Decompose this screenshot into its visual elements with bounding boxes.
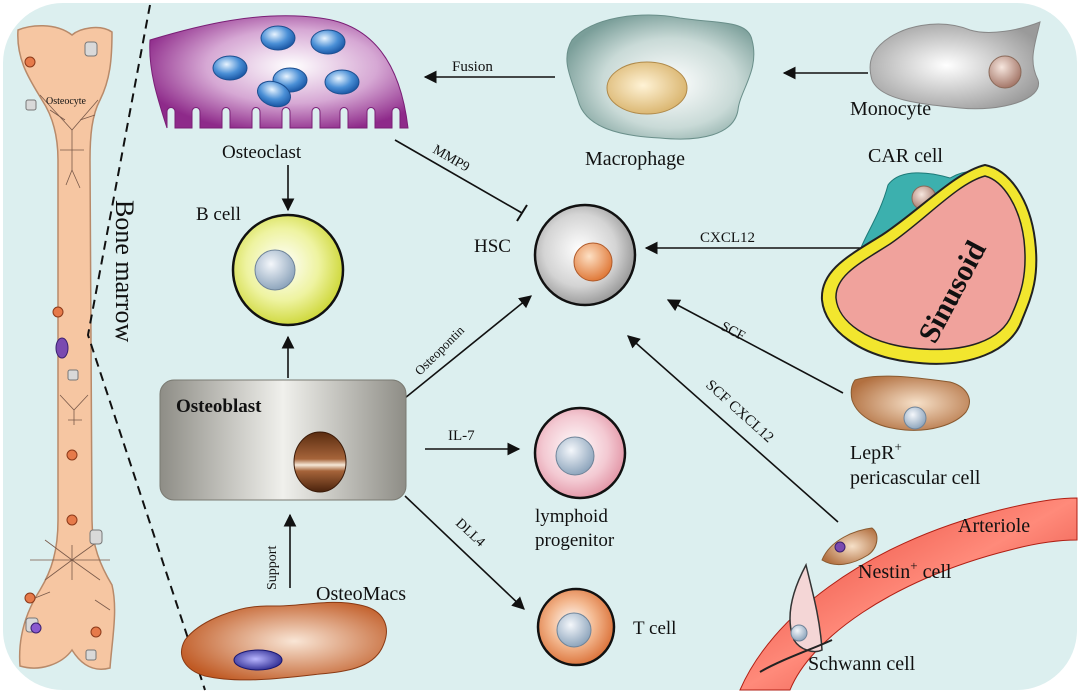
mmp9-inhibition-bar <box>516 204 528 222</box>
osteoblast-cell: Osteoblast <box>159 379 407 501</box>
b-cell-label: B cell <box>196 204 241 225</box>
osteocyte-label: Osteocyte <box>46 96 87 107</box>
osteoclast-cell <box>149 15 409 129</box>
car-cell-label: CAR cell <box>868 145 943 167</box>
mmp9-inhibition-line <box>394 139 523 214</box>
lepr-pericascular-cell <box>850 375 970 431</box>
t-cell-label: T cell <box>633 618 676 639</box>
hsc-label: HSC <box>474 236 511 257</box>
bone-marrow-label: Bone marrow <box>110 200 139 342</box>
scf-arrow <box>666 299 844 394</box>
macrophage-cell <box>566 14 755 140</box>
bone-embedded-cells <box>24 41 103 661</box>
nestin-cell <box>821 527 878 566</box>
support-label: Support <box>265 546 280 590</box>
schwann-label: Schwann cell <box>808 653 916 675</box>
sinusoid-vessel: Sinusoid <box>820 163 1038 365</box>
nestin-label: Nestin+ cell <box>858 558 952 583</box>
il7-label: IL-7 <box>448 428 475 444</box>
osteomacs-cell <box>181 601 387 681</box>
pericascular-label: pericascular cell <box>850 467 981 489</box>
dll4-arrow <box>404 495 525 610</box>
monocyte-cell <box>869 21 1041 110</box>
lymphoid-label-line1: lymphoid <box>535 506 608 527</box>
hsc-cell <box>533 203 637 307</box>
background-panel <box>3 3 1077 690</box>
fusion-label: Fusion <box>452 59 493 75</box>
b-cell <box>231 213 345 327</box>
arteriole-vessel <box>739 497 1078 691</box>
bone-marrow-boundary <box>86 4 206 691</box>
schwann-cell <box>759 562 833 673</box>
lymphoid-label-line2: progenitor <box>535 530 615 551</box>
lymphoid-progenitor-cell <box>533 406 627 500</box>
scf-cxcl12-arrow <box>627 335 839 523</box>
t-cell <box>536 587 616 667</box>
cxcl12-label: CXCL12 <box>700 230 755 246</box>
macrophage-label: Macrophage <box>585 148 685 170</box>
bone-shape: Osteocyte <box>17 25 116 670</box>
lepr-label: LepR+ <box>850 439 902 464</box>
osteomacs-label: OsteoMacs <box>316 583 406 605</box>
osteoclast-label: Osteoclast <box>222 142 302 163</box>
arteriole-label: Arteriole <box>958 515 1030 537</box>
osteopontin-arrow <box>404 295 532 399</box>
monocyte-label: Monocyte <box>850 98 931 120</box>
osteoblast-label: Osteoblast <box>176 396 262 417</box>
